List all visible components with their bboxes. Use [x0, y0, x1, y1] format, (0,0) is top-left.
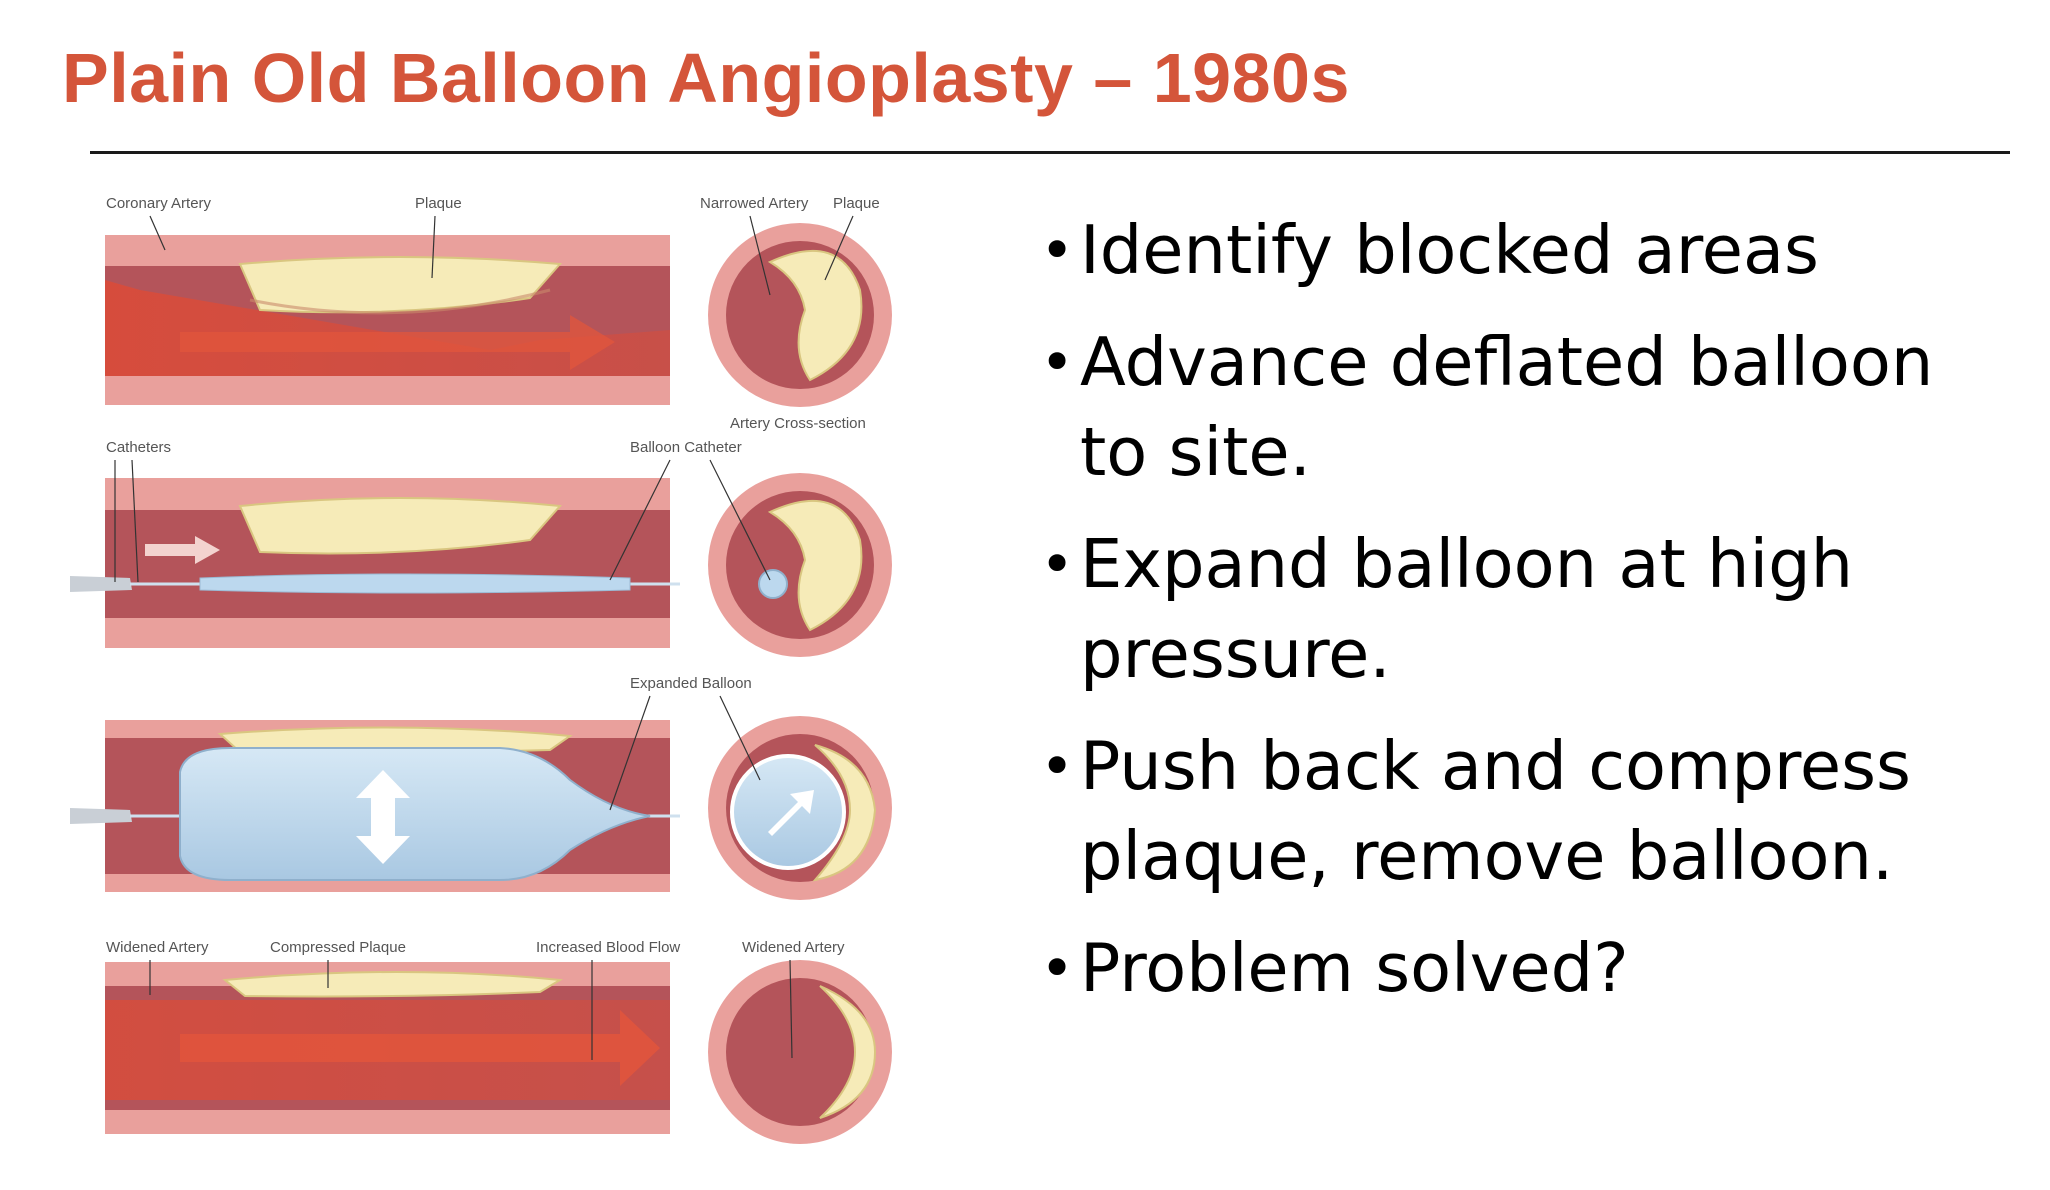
bullet-text-cont: plaque, remove balloon. — [1080, 817, 1894, 895]
bullet-text: Problem solved? — [1080, 929, 1629, 1007]
bullet-item: • Identify blocked areas — [1040, 205, 2040, 295]
stage-4-widened-artery — [105, 962, 670, 1134]
cross-section-1 — [708, 223, 892, 407]
bullet-item: • Expand balloon at high pressure. — [1040, 519, 2040, 699]
bullet-text: Push back and compress — [1080, 727, 1911, 805]
bullet-list: • Identify blocked areas • Advance defla… — [1040, 205, 2040, 1035]
label-narrowed-artery: Narrowed Artery — [700, 195, 809, 212]
bullet-text: Expand balloon at high — [1080, 525, 1854, 603]
bullet-dot-icon: • — [1040, 328, 1075, 396]
bullet-dot-icon: • — [1040, 530, 1075, 598]
cross-section-2 — [708, 473, 892, 657]
bullet-text-cont: pressure. — [1080, 615, 1391, 693]
bullet-item: • Problem solved? — [1040, 923, 2040, 1013]
cross-section-3 — [708, 716, 892, 900]
title-divider — [90, 151, 2010, 154]
cross-section-4 — [708, 960, 892, 1144]
label-compressed-plaque: Compressed Plaque — [270, 939, 406, 956]
label-plaque: Plaque — [415, 195, 462, 212]
label-balloon-catheter: Balloon Catheter — [630, 439, 742, 456]
label-plaque-cross: Plaque — [833, 195, 880, 212]
stage-3-expanded-balloon — [70, 720, 680, 892]
label-widened-artery: Widened Artery — [106, 939, 209, 956]
label-cross-section: Artery Cross-section — [730, 415, 866, 432]
bullet-dot-icon: • — [1040, 934, 1075, 1002]
bullet-item: • Push back and compress plaque, remove … — [1040, 721, 2040, 901]
bullet-text: Identify blocked areas — [1080, 211, 1819, 289]
label-expanded-balloon: Expanded Balloon — [630, 675, 752, 692]
bullet-dot-icon: • — [1040, 732, 1075, 800]
bullet-item: • Advance deflated balloon to site. — [1040, 317, 2040, 497]
bullet-text-cont: to site. — [1080, 413, 1311, 491]
label-catheters: Catheters — [106, 439, 171, 456]
stage-1-narrowed-artery — [105, 235, 670, 405]
slide-title: Plain Old Balloon Angioplasty – 1980s — [62, 39, 1350, 117]
label-widened-artery-cross: Widened Artery — [742, 939, 845, 956]
stage-2-catheter — [70, 478, 680, 648]
angioplasty-illustration: Coronary Artery Plaque Narrowed Artery P… — [70, 180, 920, 1160]
label-increased-blood-flow: Increased Blood Flow — [536, 939, 680, 956]
bullet-dot-icon: • — [1040, 216, 1075, 284]
label-coronary-artery: Coronary Artery — [106, 195, 212, 212]
bullet-text: Advance deflated balloon — [1080, 323, 1934, 401]
